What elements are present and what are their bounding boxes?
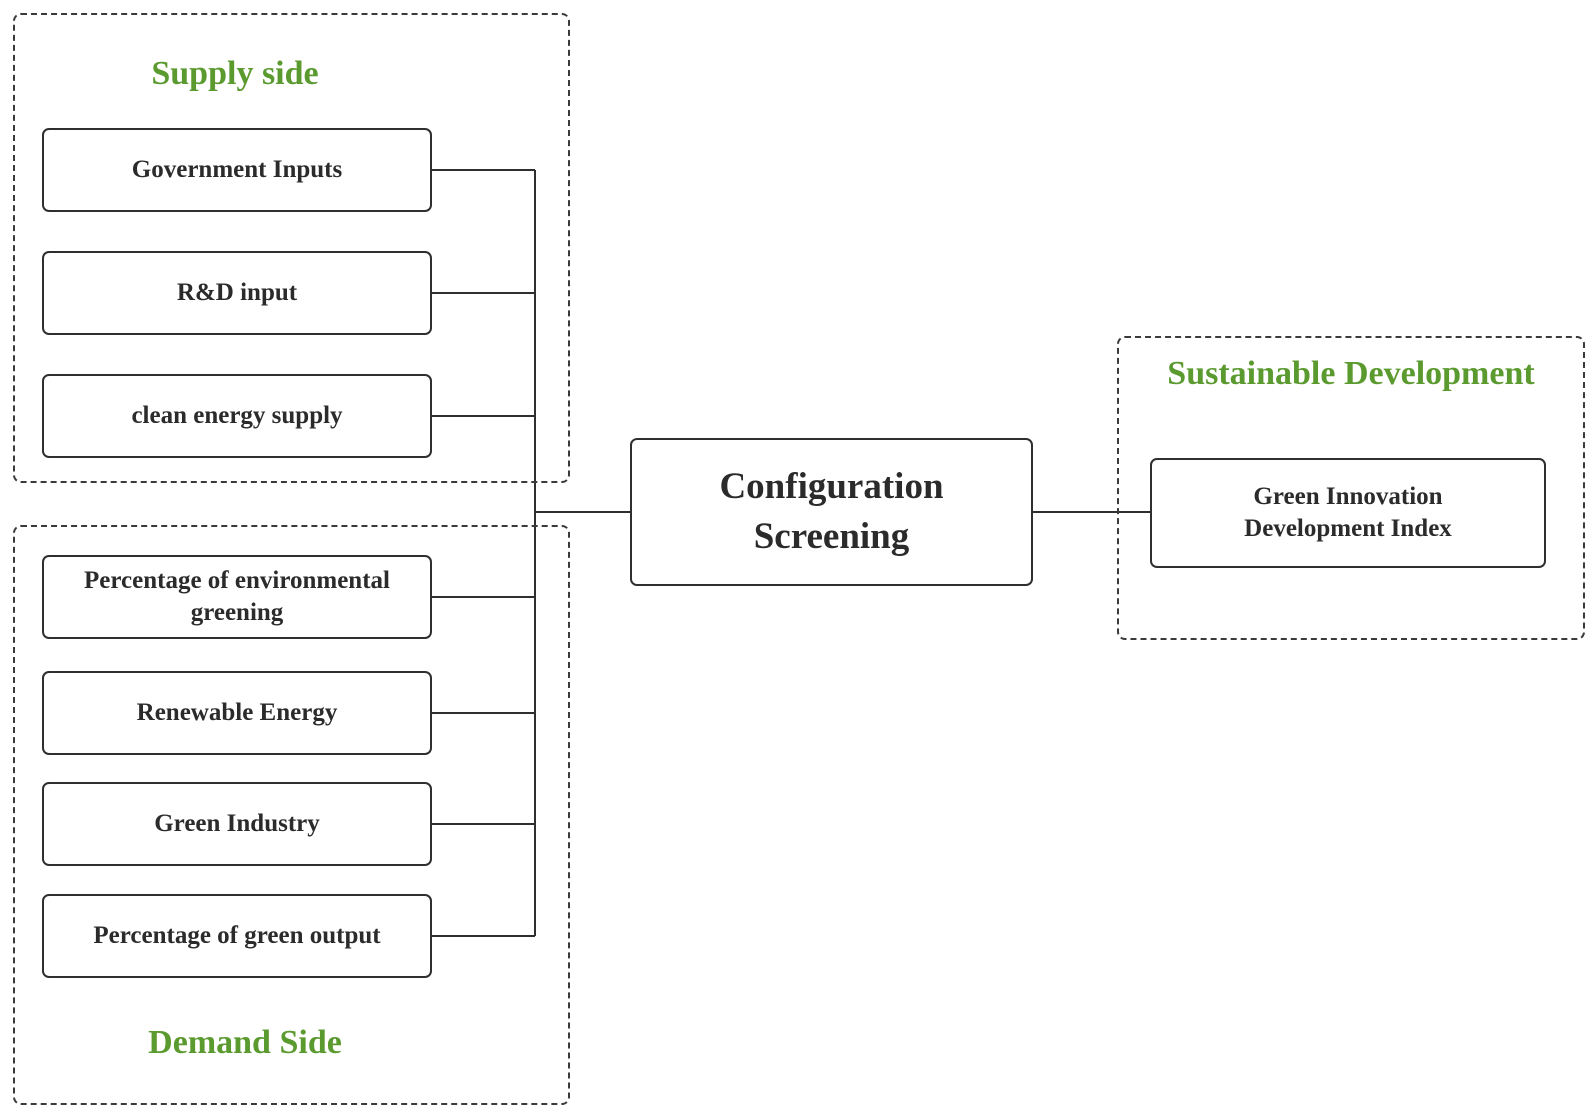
demand-side-group [13,525,570,1105]
node-green-output: Percentage of green output [42,894,432,978]
node-label: Government Inputs [131,155,343,183]
node-green-industry: Green Industry [42,782,432,866]
sustainable-development-group [1117,336,1585,640]
supply-side-group [13,13,570,483]
node-configuration-screening: Configuration Screening [630,438,1033,586]
node-green-innovation-index: Green Innovation Development Index [1150,458,1546,568]
node-label: clean energy supply [131,401,343,429]
node-environmental-greening: Percentage of environmental greening [42,555,432,639]
sustainable-development-title: Sustainable Development [1167,355,1535,392]
node-label: Percentage of green output [93,921,381,949]
node-label: Green Innovation Development Index [1244,482,1452,543]
node-clean-energy-supply: clean energy supply [42,374,432,458]
node-label: Green Industry [154,809,320,837]
node-label: R&D input [176,278,298,306]
node-rd-input: R&D input [42,251,432,335]
node-label: Renewable Energy [136,698,338,726]
node-renewable-energy: Renewable Energy [42,671,432,755]
core-label: Configuration Screening [719,466,944,557]
demand-side-title: Demand Side [148,1024,342,1061]
supply-side-title: Supply side [151,55,319,92]
node-government-inputs: Government Inputs [42,128,432,212]
node-label: Percentage of environmental greening [84,566,390,627]
